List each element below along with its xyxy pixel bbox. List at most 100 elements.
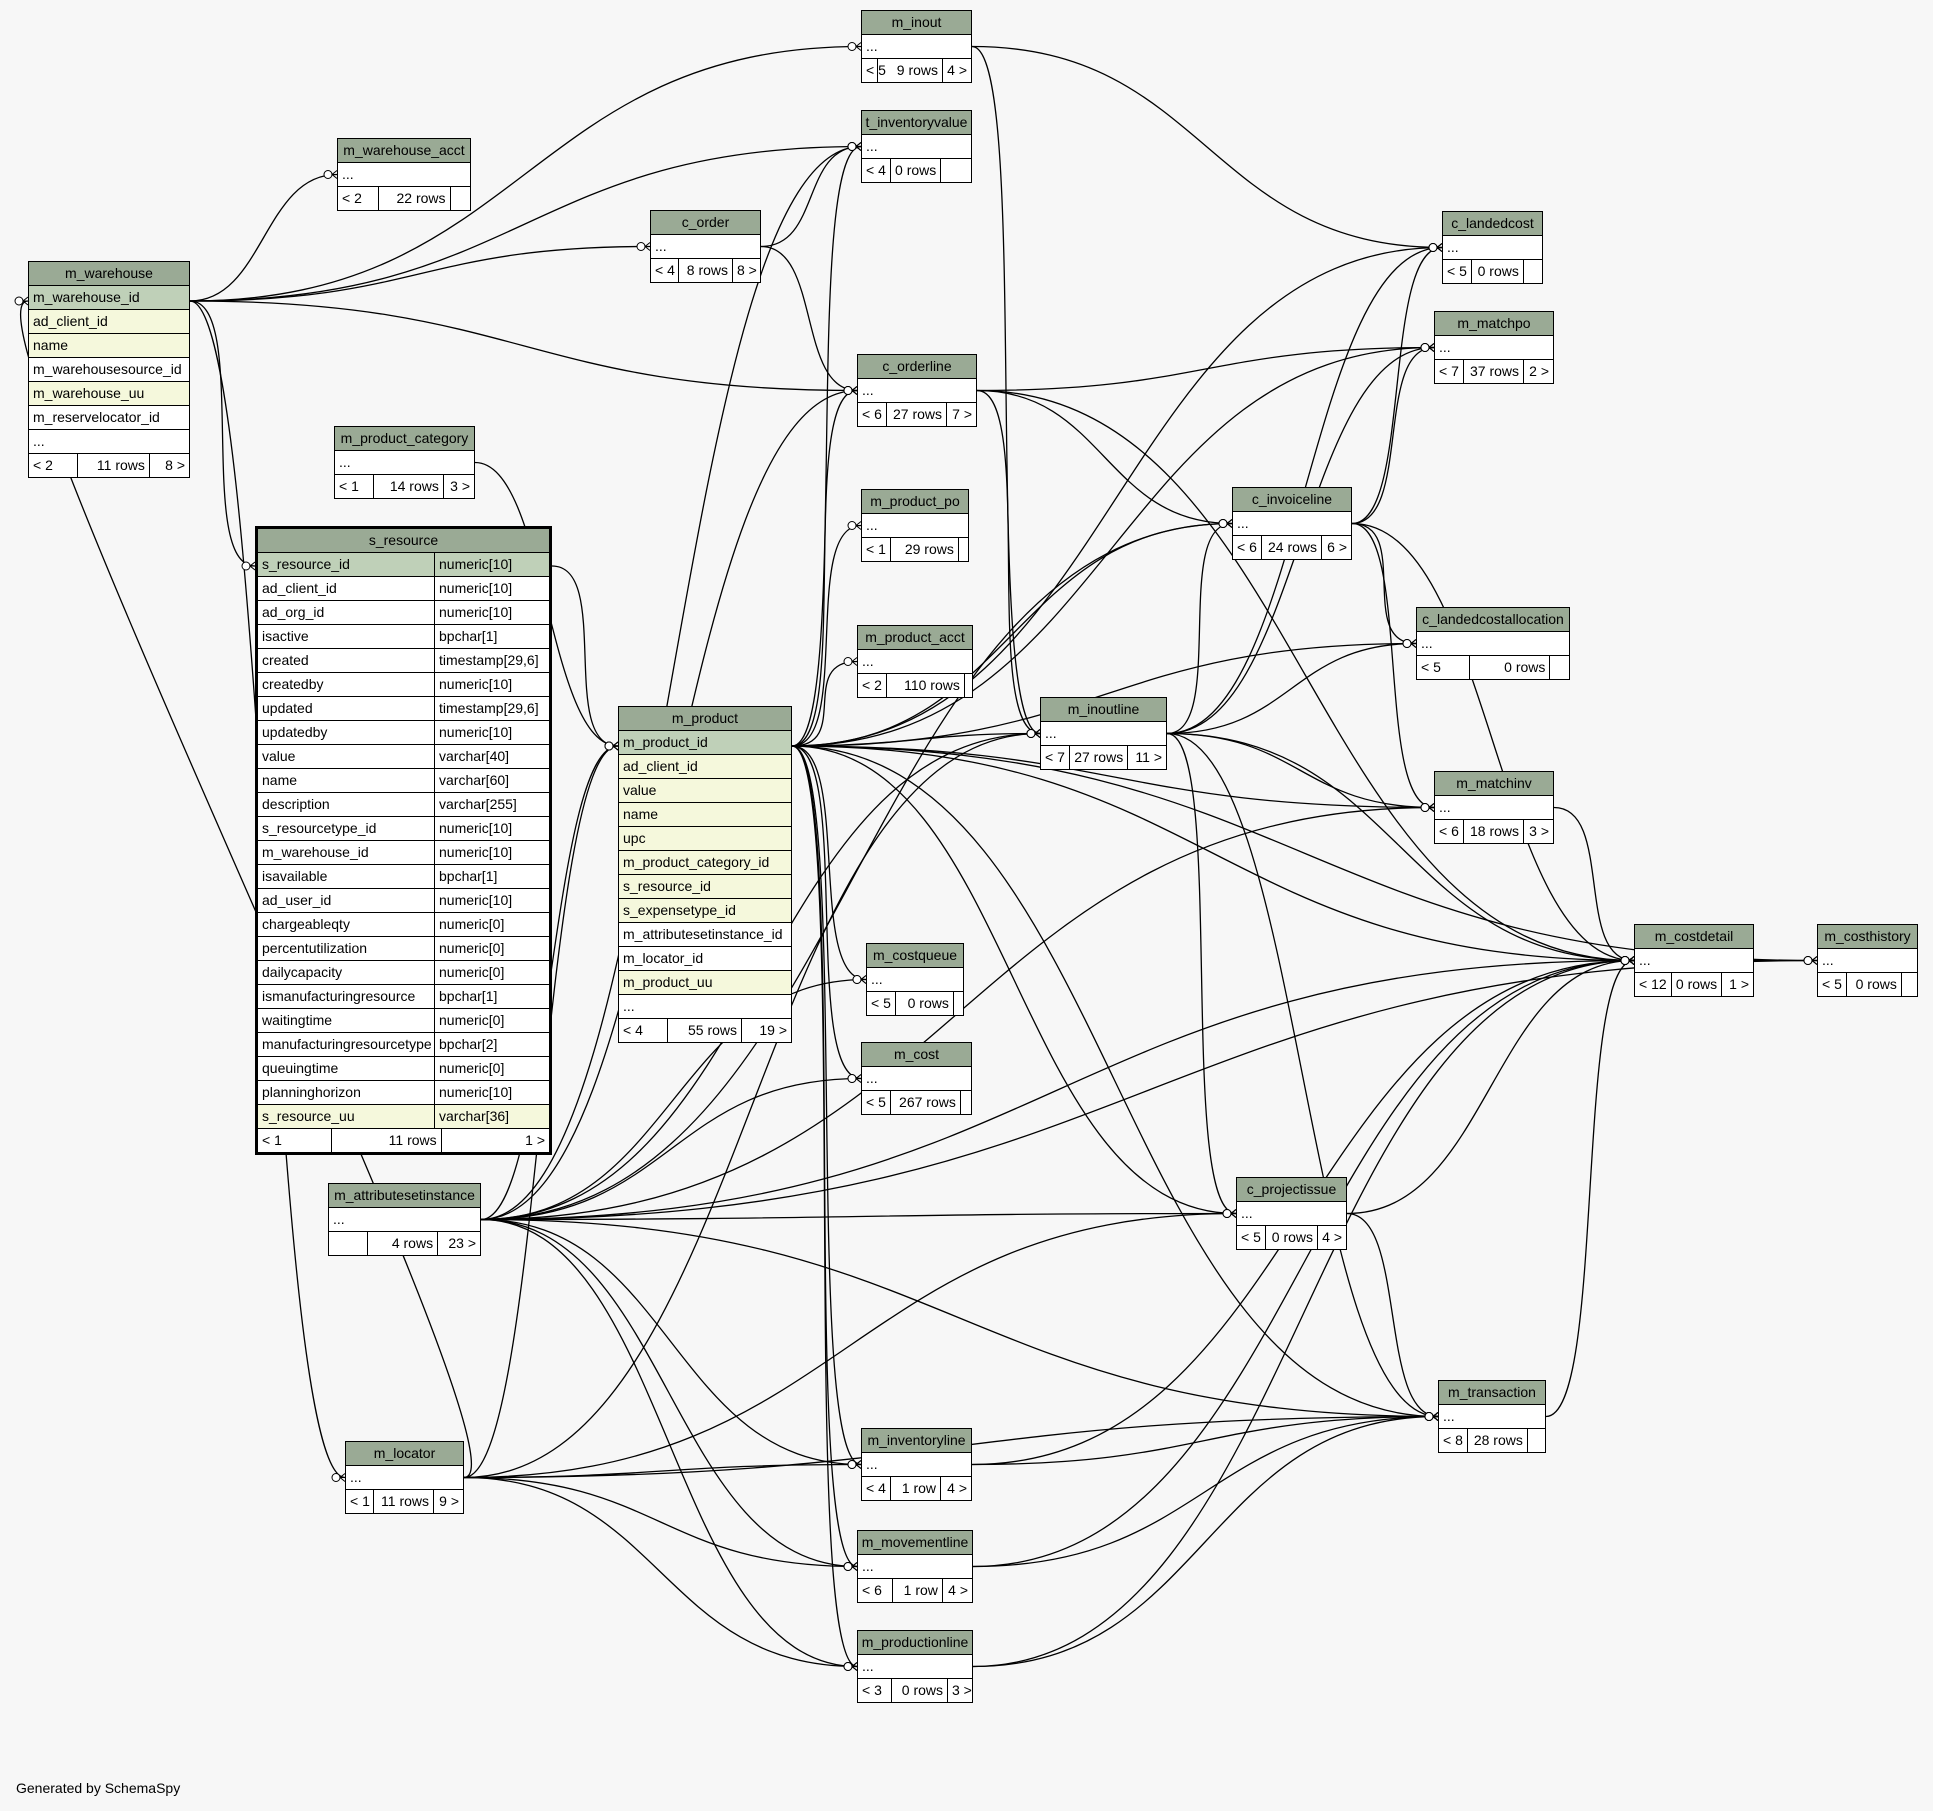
table-column-row[interactable]: ... (1417, 632, 1569, 656)
table-header[interactable]: c_landedcostallocation (1417, 608, 1569, 632)
table-column-row[interactable]: name (619, 803, 791, 827)
children-link[interactable]: 8 > (737, 262, 757, 278)
children-link[interactable]: 9 > (439, 1493, 459, 1509)
children-link[interactable] (941, 159, 971, 182)
children-link[interactable] (959, 538, 968, 561)
parents-link[interactable]: < 6 (1233, 536, 1263, 559)
parents-link[interactable]: < 6 (1435, 820, 1465, 843)
children-link[interactable] (961, 1091, 971, 1114)
table-column-row[interactable]: upc (619, 827, 791, 851)
table-column-row[interactable]: ad_client_id (29, 310, 189, 334)
table-header[interactable]: m_inout (862, 11, 971, 35)
table-column-row[interactable]: m_warehouse_uu (29, 382, 189, 406)
table-header[interactable]: c_orderline (858, 355, 976, 379)
children-link[interactable]: 1 > (1729, 976, 1749, 992)
table-header[interactable]: m_matchinv (1435, 772, 1553, 796)
children-link[interactable]: 4 > (1322, 1229, 1342, 1245)
parents-link[interactable]: < 4 (862, 1477, 892, 1500)
parents-link[interactable]: < 4 (651, 259, 679, 282)
children-link[interactable]: 23 > (448, 1235, 476, 1251)
table-column-row[interactable]: ... (1041, 722, 1166, 746)
table-column-row[interactable]: ... (1233, 512, 1351, 536)
children-link[interactable]: 4 > (947, 62, 967, 78)
table-column-row[interactable]: ... (619, 995, 791, 1019)
parents-link[interactable] (329, 1232, 369, 1255)
table-column-row[interactable]: m_reservelocator_id (29, 406, 189, 430)
table-header[interactable]: m_costdetail (1635, 925, 1753, 949)
table-column-row[interactable]: ... (1439, 1405, 1545, 1429)
table-column-row[interactable]: ... (867, 968, 963, 992)
table-column-row[interactable]: ... (1818, 949, 1917, 973)
parents-link[interactable]: < 5 (867, 992, 896, 1015)
table-column-row[interactable]: m_locator_id (619, 947, 791, 971)
table-column-row[interactable]: ... (858, 379, 976, 403)
table-header[interactable]: m_costqueue (867, 944, 963, 968)
children-link[interactable]: 3 > (450, 478, 470, 494)
table-header[interactable]: m_product_category (335, 427, 474, 451)
parents-link[interactable]: < 1 (258, 1129, 332, 1152)
table-header[interactable]: m_costhistory (1818, 925, 1917, 949)
children-link[interactable]: 8 > (165, 457, 185, 473)
children-link[interactable]: 6 > (1327, 539, 1347, 555)
children-link[interactable] (1550, 656, 1569, 679)
table-column-row[interactable]: m_product_uu (619, 971, 791, 995)
table-header[interactable]: m_product (619, 707, 791, 731)
parents-link[interactable]: < 1 (346, 1490, 374, 1513)
children-link[interactable]: 11 > (1135, 749, 1162, 765)
table-column-row[interactable]: ... (1443, 236, 1542, 260)
table-column-row[interactable]: m_warehouse_id (29, 286, 189, 310)
table-column-row[interactable]: ... (862, 514, 968, 538)
table-header[interactable]: m_movementline (858, 1531, 972, 1555)
table-header[interactable]: m_productionline (858, 1631, 972, 1655)
table-column-row[interactable]: ... (858, 1655, 972, 1679)
table-column-row[interactable]: s_expensetype_id (619, 899, 791, 923)
table-header[interactable]: m_attributesetinstance (329, 1184, 480, 1208)
table-header[interactable]: m_transaction (1439, 1381, 1545, 1405)
parents-link[interactable]: < 3 (858, 1679, 892, 1702)
table-header[interactable]: m_warehouse_acct (338, 139, 470, 163)
table-header[interactable]: m_inventoryline (862, 1429, 971, 1453)
children-link[interactable]: 4 > (947, 1480, 967, 1496)
table-header[interactable]: m_product_po (862, 490, 968, 514)
table-header[interactable]: c_projectissue (1237, 1178, 1346, 1202)
parents-link[interactable]: < 2 (338, 187, 379, 210)
table-header[interactable]: t_inventoryvalue (862, 111, 971, 135)
table-column-row[interactable]: ... (862, 1067, 971, 1091)
parents-link[interactable]: < 5 (1417, 656, 1471, 679)
table-header[interactable]: m_matchpo (1435, 312, 1553, 336)
children-link[interactable] (1528, 1429, 1545, 1452)
table-header[interactable]: m_cost (862, 1043, 971, 1067)
parents-link[interactable]: < 5 (1443, 260, 1472, 283)
table-header[interactable]: c_order (651, 211, 760, 235)
parents-link[interactable]: < 7 (1435, 360, 1465, 383)
